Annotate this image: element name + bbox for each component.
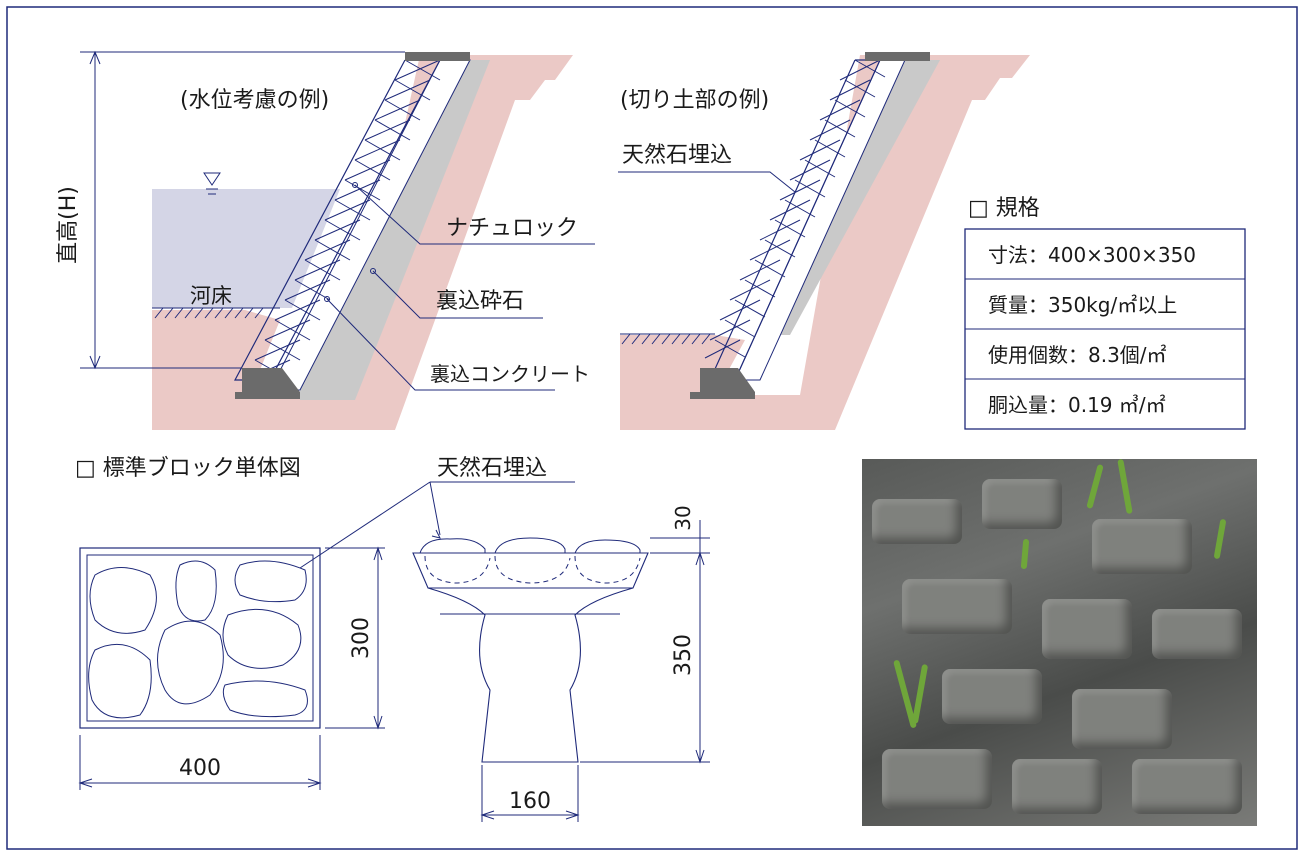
footing bbox=[242, 368, 300, 392]
photo-grass bbox=[1086, 463, 1104, 510]
side-slab bbox=[412, 552, 649, 589]
water-level-icon bbox=[203, 172, 221, 186]
cap-block-right bbox=[865, 52, 930, 61]
photo-stone bbox=[1132, 759, 1242, 814]
label-gravel: 裏込砕石 bbox=[436, 289, 524, 314]
block-figure-heading: □ 標準ブロック単体図 bbox=[75, 456, 301, 481]
label-block: ナチュロック bbox=[446, 216, 578, 241]
stone-5 bbox=[157, 620, 224, 705]
photo-stone bbox=[1152, 609, 1242, 659]
dim-height-arrows bbox=[373, 546, 383, 730]
right-section-title: (切り土部の例) bbox=[620, 88, 769, 113]
label-concrete: 裏込コンクリート bbox=[430, 362, 590, 386]
dim-base-arrows bbox=[480, 810, 580, 820]
spec-row-count: 使用個数：8.3個/㎡ bbox=[988, 343, 1167, 367]
truss-lines-right-2 bbox=[704, 59, 881, 359]
photo-grass bbox=[1020, 538, 1030, 570]
dim-depth: 350 bbox=[671, 634, 696, 676]
leader-concrete bbox=[326, 298, 555, 391]
truss-lines-right bbox=[714, 59, 886, 358]
stone-label-side: 天然石埋込 bbox=[437, 456, 547, 481]
photo-stone bbox=[942, 669, 1042, 724]
stone-1 bbox=[89, 567, 157, 634]
leader-dot-concrete bbox=[324, 296, 330, 302]
installation-photo bbox=[862, 459, 1257, 826]
side-neck bbox=[427, 587, 634, 763]
photo-stone bbox=[1092, 519, 1192, 574]
photo-stone bbox=[1012, 759, 1102, 814]
right-section: (切り土部の例) 天然石埋込 bbox=[618, 52, 1030, 430]
spec-row-mass: 質量：350kg/㎡以上 bbox=[988, 293, 1177, 317]
outer-frame bbox=[6, 6, 1298, 850]
spec-table: □ 規格 寸法：400×300×350 質量：350kg/㎡以上 使用個数：8.… bbox=[964, 196, 1246, 430]
height-label: 直高(H) bbox=[56, 186, 81, 264]
ground-hatch-right bbox=[621, 333, 711, 345]
truss-lines bbox=[254, 59, 441, 378]
gravel-area-right bbox=[775, 60, 940, 335]
photo-grass bbox=[911, 663, 929, 725]
photo-grass bbox=[1117, 459, 1133, 515]
leader-dot-block bbox=[352, 182, 358, 188]
photo-stone bbox=[902, 579, 1012, 634]
water-area bbox=[152, 189, 340, 308]
spec-heading: □ 規格 bbox=[968, 196, 1040, 221]
photo-grass bbox=[1213, 518, 1227, 560]
earth-area bbox=[152, 55, 573, 430]
side-stone-2 bbox=[494, 537, 566, 554]
stone-leader-arrow bbox=[431, 529, 441, 539]
block-side: 天然石埋込 30 350 160 bbox=[299, 456, 710, 822]
footing-base bbox=[235, 392, 300, 399]
photo-stone bbox=[872, 499, 962, 544]
spec-row-size: 寸法：400×300×350 bbox=[988, 243, 1196, 267]
leader-stone-right bbox=[618, 171, 796, 193]
side-stone-3 bbox=[574, 539, 641, 554]
leader-block bbox=[354, 184, 595, 245]
earth-area-right bbox=[620, 55, 1030, 430]
block-inner-outline bbox=[86, 554, 314, 722]
photo-stone bbox=[1042, 599, 1132, 659]
leader-dot-gravel bbox=[370, 268, 376, 274]
block-outline bbox=[79, 547, 321, 729]
label-stone-right: 天然石埋込 bbox=[622, 143, 732, 168]
dim-height: 300 bbox=[349, 617, 374, 659]
dim-depth-arrows bbox=[695, 551, 705, 764]
stone-3 bbox=[234, 560, 307, 603]
stone-7 bbox=[222, 680, 308, 718]
dim-width: 400 bbox=[179, 756, 221, 781]
footing-base-right bbox=[690, 392, 755, 399]
dim-width-arrows bbox=[78, 778, 322, 788]
stone-2 bbox=[175, 560, 217, 622]
stone-leaders bbox=[299, 481, 575, 569]
stone-4 bbox=[222, 608, 302, 669]
footing-right bbox=[700, 368, 755, 392]
block-plan: □ 標準ブロック単体図 400 300 bbox=[75, 456, 385, 790]
gravel-area bbox=[300, 60, 490, 400]
side-stone-hidden bbox=[424, 555, 641, 584]
side-stone-1 bbox=[419, 538, 486, 554]
truss-lines-2 bbox=[249, 59, 441, 379]
cap-block bbox=[405, 52, 470, 61]
riverbed-label: 河床 bbox=[190, 284, 232, 308]
dim-base: 160 bbox=[509, 789, 551, 814]
photo-stone bbox=[1072, 689, 1172, 749]
height-arrows bbox=[89, 50, 101, 370]
leader-gravel bbox=[372, 270, 543, 319]
dim-top: 30 bbox=[671, 505, 695, 530]
left-section-title: (水位考慮の例) bbox=[180, 88, 329, 113]
stone-6 bbox=[88, 643, 152, 719]
photo-stone bbox=[882, 749, 992, 809]
photo-stone bbox=[982, 479, 1062, 529]
left-section: 直高(H) (水位考慮の例) 河床 ナチュロック 裏込砕石 裏込コンクリート bbox=[56, 50, 595, 430]
spec-row-fill: 胴込量：0.19 ㎥/㎡ bbox=[988, 393, 1166, 417]
riverbed-hatch bbox=[154, 307, 264, 319]
